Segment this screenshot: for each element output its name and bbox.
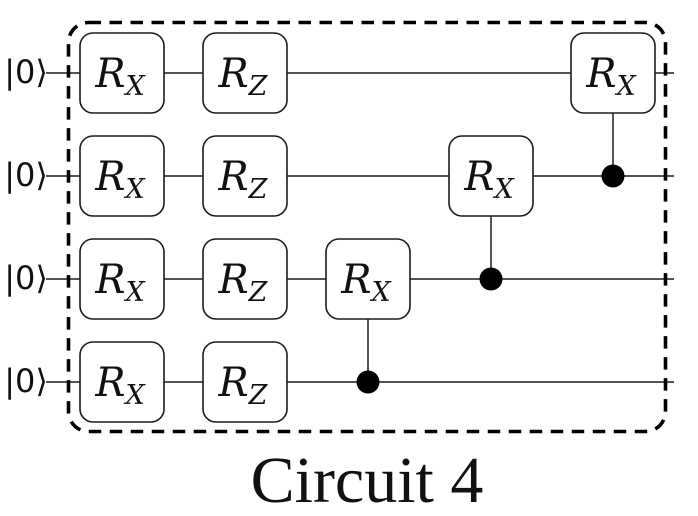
gate-box-rz xyxy=(202,341,288,423)
ket-label: |0⟩ xyxy=(4,53,48,91)
gate-label: RX xyxy=(463,154,515,205)
gate-label: RZ xyxy=(218,257,269,308)
gate-box-rx xyxy=(79,238,165,320)
control-dot xyxy=(479,267,503,291)
caption: Circuit 4 xyxy=(251,444,484,516)
gate-box-rx xyxy=(79,341,165,423)
control-dot xyxy=(356,370,380,394)
gate-box-rx xyxy=(79,135,165,217)
gate-box-rz xyxy=(202,238,288,320)
gate-label: RX xyxy=(94,360,146,411)
gate-label: RZ xyxy=(218,360,269,411)
gate-label: RX xyxy=(94,154,146,205)
ket-label: |0⟩ xyxy=(4,362,48,400)
control-dot xyxy=(601,164,625,188)
ket-label: |0⟩ xyxy=(4,156,48,194)
gate-box-rx xyxy=(325,238,411,320)
gate-label: RX xyxy=(340,257,392,308)
gate-label: RX xyxy=(585,51,637,102)
gate-box-rz xyxy=(202,32,288,114)
gate-label: RZ xyxy=(218,51,269,102)
circuit-boundary xyxy=(66,20,668,434)
gate-label: RZ xyxy=(218,154,269,205)
gate-label: RX xyxy=(94,51,146,102)
gate-box-rz xyxy=(202,135,288,217)
gate-box-rx xyxy=(570,32,656,114)
gate-box-rx xyxy=(448,135,534,217)
circuit-layer: |0⟩ |0⟩ |0⟩ |0⟩ RX RX RX RX RZ RZ RZ RZ RX RX RX xyxy=(4,20,674,434)
ket-label: |0⟩ xyxy=(4,259,48,297)
gate-box-rx xyxy=(79,32,165,114)
gate-label: RX xyxy=(94,257,146,308)
